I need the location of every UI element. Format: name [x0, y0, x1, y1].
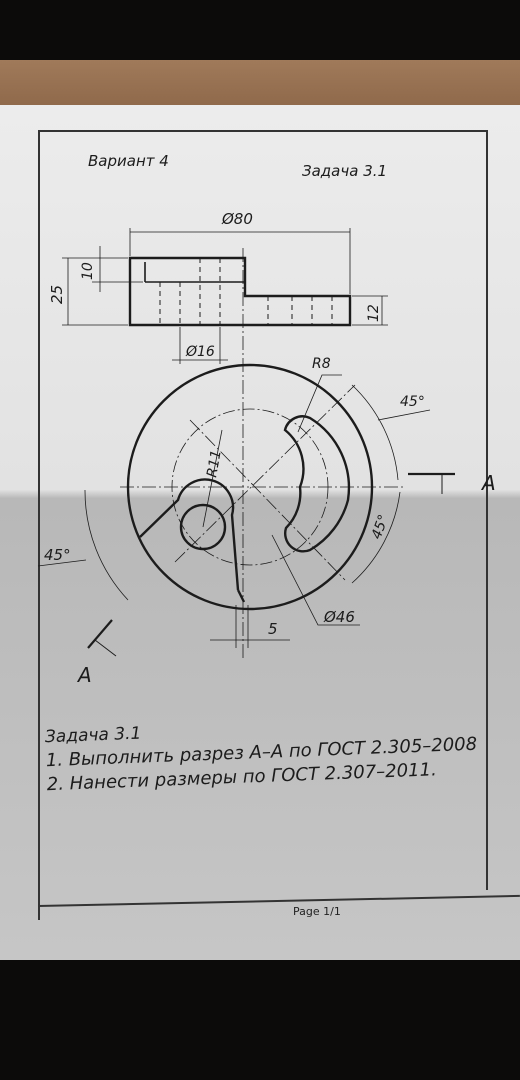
- arc-45-top: [351, 384, 399, 481]
- dim-45-top: 45°: [400, 394, 425, 410]
- variant-label: Вариант 4: [88, 152, 169, 170]
- frame-top: [38, 130, 488, 132]
- part-front-view: [128, 256, 352, 327]
- section-label-right: A: [480, 471, 496, 495]
- dim-5: 5: [268, 620, 278, 638]
- section-label-left: A: [76, 663, 92, 687]
- dim-45-left: 45°: [44, 546, 71, 564]
- task-title-top: Задача 3.1: [302, 162, 388, 180]
- dim-r11: R11: [204, 449, 225, 479]
- dim-25: 25: [48, 285, 66, 304]
- section-line-left: [87, 619, 113, 649]
- page-number: Page 1/1: [293, 905, 341, 918]
- axis-diagonal-1: [174, 384, 356, 563]
- frame-left: [38, 130, 40, 920]
- hidden-lines: [159, 258, 333, 325]
- leader-r11: [202, 429, 223, 528]
- dim-10: 10: [80, 262, 96, 280]
- frame-right: [486, 130, 488, 890]
- paper-sheet: [0, 105, 520, 960]
- arc-45-left: [84, 489, 129, 601]
- dim-16: Ø16: [185, 344, 215, 360]
- dim-45-right: 45°: [369, 513, 393, 542]
- dim-12: 12: [366, 304, 382, 322]
- dim-46: Ø46: [323, 608, 355, 626]
- leader-46: [271, 534, 360, 626]
- leader-r8: [297, 374, 342, 433]
- axis-diagonal-2: [189, 419, 346, 581]
- task-title-bottom: Задача 3.1: [45, 724, 142, 748]
- hole-small: [179, 503, 227, 551]
- arc-45-right: [351, 491, 401, 584]
- dark-background: [0, 960, 520, 1080]
- dim-80: Ø80: [221, 210, 253, 228]
- dim-r8: R8: [312, 356, 331, 372]
- kidney-slot: [283, 415, 351, 553]
